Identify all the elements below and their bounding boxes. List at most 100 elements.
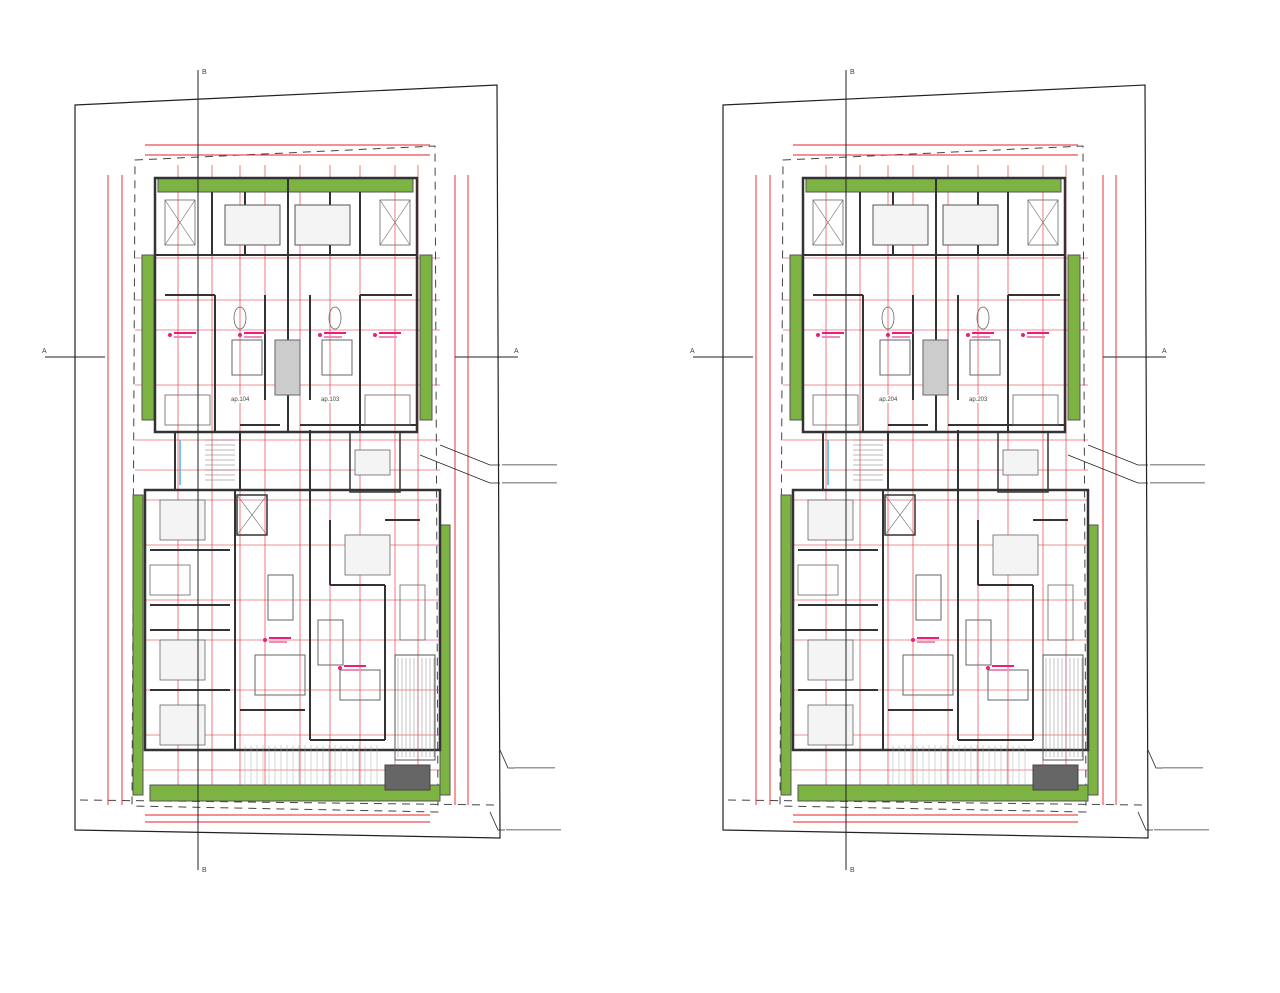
planter-top <box>805 177 1062 193</box>
bedroom <box>349 431 401 493</box>
area-tag-text <box>379 336 397 338</box>
dining-table <box>879 339 911 376</box>
leader-line <box>499 749 515 769</box>
note-text <box>1150 482 1205 484</box>
planter-right-lower <box>439 524 451 796</box>
planter-bottom <box>797 784 1089 802</box>
rug <box>976 306 990 330</box>
storage <box>164 394 211 426</box>
upper-block-outline <box>153 176 419 434</box>
shaft-cross <box>1027 199 1059 246</box>
planter-left <box>141 254 155 421</box>
rug <box>233 306 247 330</box>
storage <box>1012 394 1059 426</box>
section-mark: B <box>850 867 855 874</box>
area-tag-marker <box>886 333 890 337</box>
section-mark: A <box>1162 348 1167 355</box>
terrace <box>1042 654 1084 761</box>
planter-right-lower <box>1087 524 1099 796</box>
area-tag-text <box>972 332 994 334</box>
shaft-cross <box>164 199 196 246</box>
area-tag-marker <box>263 638 267 642</box>
area-tag-marker <box>318 333 322 337</box>
elevator-cross <box>236 494 268 536</box>
area-tag-text <box>1027 332 1049 334</box>
planter-box <box>1032 764 1079 791</box>
area-tag-text <box>917 637 939 639</box>
dining-table <box>317 619 344 666</box>
area-tag-marker <box>986 666 990 670</box>
area-tag-text <box>324 332 346 334</box>
rug <box>881 306 895 330</box>
area-tag-marker <box>1021 333 1025 337</box>
area-tag-text <box>992 665 1014 667</box>
unit-label: ap.204 <box>879 397 898 403</box>
area-tag-text <box>344 665 366 667</box>
bed <box>1002 449 1039 476</box>
unit-label-backdrop <box>878 395 904 403</box>
bathroom <box>1047 584 1074 641</box>
area-tag-marker <box>911 638 915 642</box>
unit-label-backdrop <box>320 395 346 403</box>
planter-box <box>384 764 431 791</box>
area-tag-text <box>992 669 1010 671</box>
unit-label: ap.203 <box>969 397 988 403</box>
planter-top <box>157 177 414 193</box>
elevator <box>236 494 268 536</box>
sofa <box>254 654 306 696</box>
unit-label-backdrop <box>968 395 994 403</box>
note-text <box>506 829 561 831</box>
planter-left-lower <box>780 494 792 796</box>
unit-label-backdrop <box>230 395 256 403</box>
dining-table <box>969 339 1001 376</box>
kitchen-counter <box>922 339 949 396</box>
section-mark: A <box>690 348 695 355</box>
bed <box>942 204 999 246</box>
area-tag-text <box>244 332 266 334</box>
leader-line <box>1137 811 1153 831</box>
planter-right <box>1067 254 1081 421</box>
planter-bottom <box>149 784 441 802</box>
area-tag-text <box>972 336 990 338</box>
kitchen-counter <box>274 339 301 396</box>
bathroom <box>399 584 426 641</box>
dimension-lines <box>755 144 1117 823</box>
area-tag-text <box>269 641 287 643</box>
section-mark: A <box>42 348 47 355</box>
planter-left-lower <box>132 494 144 796</box>
elevator <box>884 494 916 536</box>
lower-block-outline <box>143 488 442 752</box>
bathroom <box>149 564 191 596</box>
bedroom <box>997 431 1049 493</box>
leader-line <box>1087 444 1148 466</box>
area-tag-marker <box>966 333 970 337</box>
storage <box>364 394 411 426</box>
bathroom <box>379 199 411 246</box>
planter-left <box>789 254 803 421</box>
shaft-cross <box>379 199 411 246</box>
bathroom <box>797 564 839 596</box>
area-tag-marker <box>816 333 820 337</box>
section-mark: B <box>850 69 855 76</box>
bathroom <box>812 199 844 246</box>
area-tag-text <box>917 641 935 643</box>
rug <box>328 306 342 330</box>
area-tag-text <box>269 637 291 639</box>
leader-line <box>439 444 500 466</box>
stair-core <box>822 431 889 491</box>
leader-line <box>1147 749 1163 769</box>
area-tag-text <box>892 332 914 334</box>
storage <box>812 394 859 426</box>
note-text <box>1154 829 1209 831</box>
dining-table <box>267 574 294 621</box>
area-tag-text <box>1027 336 1045 338</box>
area-tag-marker <box>168 333 172 337</box>
area-tag-text <box>822 336 840 338</box>
note-text <box>1163 767 1203 769</box>
bed <box>344 534 391 576</box>
leader-line <box>1067 454 1148 484</box>
